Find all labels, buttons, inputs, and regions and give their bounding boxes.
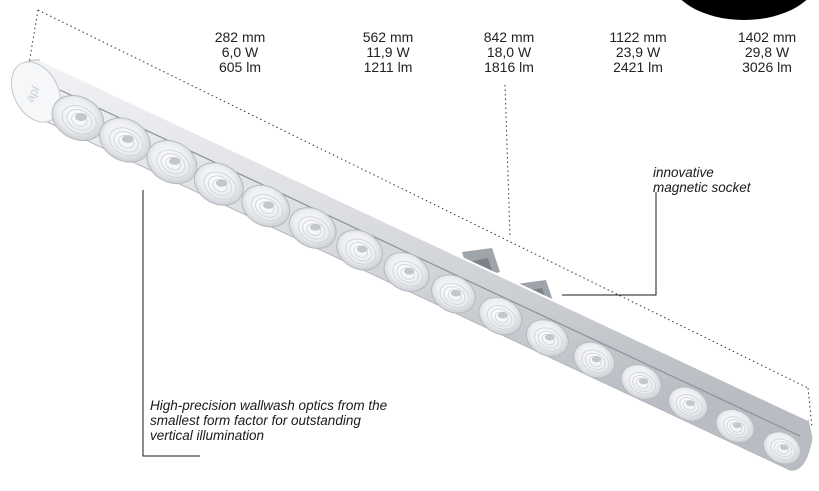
spec-flux: 1211 lm xyxy=(363,59,413,75)
dimension-line-left xyxy=(27,9,39,71)
wallwash-lens-icon xyxy=(431,274,476,314)
wallwash-lens-icon xyxy=(288,207,337,249)
spec-1402mm: 1402 mm 29,8 W 3026 lm xyxy=(712,30,819,75)
spec-length: 1122 mm xyxy=(609,29,667,45)
socket-callout-line-2: magnetic socket xyxy=(653,180,751,195)
spec-power: 29,8 W xyxy=(744,44,790,60)
wallwash-lens-icon xyxy=(336,229,384,271)
spec-flux: 1816 lm xyxy=(484,59,534,75)
spec-power: 18,0 W xyxy=(486,44,532,60)
optics-callout-line-3: vertical illumination xyxy=(150,428,265,443)
spec-1122mm: 1122 mm 23,9 W 2421 lm xyxy=(583,30,693,75)
socket-callout-line-1: innovative xyxy=(653,165,714,180)
spec-flux: 605 lm xyxy=(218,59,262,75)
spec-flux: 3026 lm xyxy=(742,59,792,75)
socket-callout-line xyxy=(562,192,657,296)
optics-callout-line-1: High-precision wallwash optics from the xyxy=(150,398,388,413)
wallwash-lens-icon xyxy=(668,386,709,422)
wallwash-lens-icon xyxy=(620,364,662,400)
spec-length: 282 mm xyxy=(214,29,266,45)
spec-length: 562 mm xyxy=(362,29,414,45)
spec-842mm: 842 mm 18,0 W 1816 lm xyxy=(454,30,564,75)
housing-top-edge xyxy=(39,59,809,421)
optics-callout-line-2: smallest form factor for outstanding xyxy=(150,413,361,428)
spec-power: 23,9 W xyxy=(615,44,661,60)
wallwash-lens-icon xyxy=(573,341,616,379)
end-cap xyxy=(10,61,62,123)
spec-flux: 2421 lm xyxy=(613,59,663,75)
wallwash-lens-icon xyxy=(383,251,430,293)
dimension-line-top xyxy=(37,9,809,389)
wallwash-lens-icon xyxy=(193,162,244,206)
socket-callout: innovative magnetic socket xyxy=(653,165,751,195)
lens-row xyxy=(51,95,802,465)
wallwash-lens-icon xyxy=(762,431,802,465)
wallwash-lens-icon xyxy=(525,319,569,357)
optics-callout: High-precision wallwash optics from the … xyxy=(150,398,387,443)
spec-282mm: 282 mm 6,0 W 605 lm xyxy=(185,30,295,75)
wallwash-lens-icon xyxy=(241,184,291,228)
brand-logo: apl xyxy=(22,84,42,105)
wallwash-lens-icon xyxy=(478,296,523,336)
dimension-line-mid xyxy=(504,84,511,236)
spec-562mm: 562 mm 11,9 W 1211 lm xyxy=(333,30,443,75)
wallwash-lens-icon xyxy=(715,408,755,444)
spec-length: 1402 mm xyxy=(737,29,797,45)
optics-callout-line xyxy=(142,190,200,457)
spec-power: 6,0 W xyxy=(221,44,259,60)
spec-length: 842 mm xyxy=(483,29,535,45)
spec-power: 11,9 W xyxy=(366,44,410,60)
